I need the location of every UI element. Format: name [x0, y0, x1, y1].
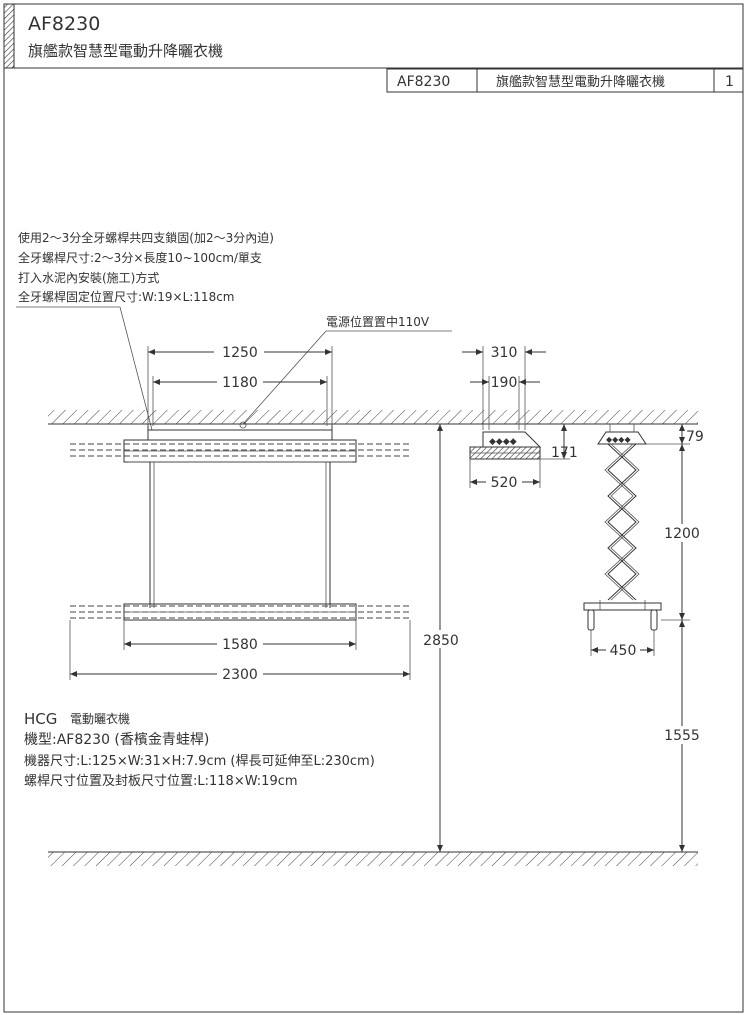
install-note: 全牙螺桿固定位置尺寸:W:19×L:118cm	[18, 289, 235, 304]
lift-motor-glyphs: ◆◆◆◆	[606, 435, 631, 444]
header-model: AF8230	[28, 13, 100, 35]
dim-lift-range: 1200	[664, 526, 700, 542]
install-notes: 使用2～3分全牙螺桿共四支鎖固(加2～3分內迫) 全牙螺桿尺寸:2～3分×長度1…	[16, 230, 274, 431]
title-block-model: AF8230	[397, 74, 450, 90]
title-block: AF8230 旗艦款智慧型電動升降曬衣機 1	[386, 68, 744, 93]
scissor-lift-view: ◆◆◆◆	[583, 424, 662, 631]
spec-brand: HCG	[24, 710, 57, 728]
header: AF8230 旗艦款智慧型電動升降曬衣機	[28, 13, 223, 60]
power-callout: 電源位置置中110V	[239, 314, 452, 429]
dim-floor-to-ceiling: 2850	[423, 633, 459, 649]
dim-overall-width: 1250	[222, 345, 258, 361]
dim-side-base: 520	[491, 475, 518, 491]
dim-side-inner: 190	[491, 375, 518, 391]
dim-floor-to-bar: 1555	[664, 728, 700, 744]
title-block-sheet-number: 1	[725, 74, 734, 90]
sheet-border	[3, 3, 744, 1013]
title-block-name: 旗艦款智慧型電動升降曬衣機	[496, 74, 665, 90]
hanging-bar	[583, 602, 662, 611]
spec-model-line: 機型:AF8230 (香檳金青蛙桿)	[24, 732, 209, 748]
dim-bar-width: 450	[610, 643, 637, 659]
side-dimensions: 310 190 520 171	[462, 345, 578, 491]
side-view: ◆◆◆◆	[469, 431, 542, 460]
dim-motor-height: 79	[686, 429, 704, 445]
front-view	[70, 424, 412, 621]
lift-dimensions: 79 1200 1555 450	[590, 424, 704, 852]
header-name: 旗艦款智慧型電動升降曬衣機	[28, 42, 223, 60]
install-note: 打入水泥內安裝(施工)方式	[18, 270, 159, 285]
motor-detail-glyphs: ◆◆◆◆	[489, 437, 517, 447]
motor-housing-front	[147, 429, 333, 441]
spec-size-line: 機器尺寸:L:125×W:31×H:7.9cm (桿長可延伸至L:230cm)	[24, 754, 375, 769]
upper-rack-bars	[70, 439, 412, 463]
dim-extended-width: 2300	[222, 667, 258, 683]
ceiling-hatch	[48, 410, 698, 424]
dim-side-top: 310	[491, 345, 518, 361]
spec-block: HCG 電動曬衣機 機型:AF8230 (香檳金青蛙桿) 機器尺寸:L:125×…	[24, 710, 375, 789]
install-note: 全牙螺桿尺寸:2～3分×長度10~100cm/單支	[18, 250, 262, 265]
power-label: 電源位置置中110V	[326, 314, 430, 329]
spec-product: 電動曬衣機	[70, 711, 130, 726]
floor-hatch	[48, 852, 698, 866]
dim-inner-width: 1180	[222, 375, 258, 391]
lower-rack-bars	[70, 603, 412, 621]
screw-leader-line	[16, 306, 153, 431]
front-dimensions: 1250 1180 1580 2300 2850	[69, 343, 464, 852]
dim-rack-width: 1580	[222, 637, 258, 653]
dim-side-height: 171	[551, 445, 578, 461]
install-note: 使用2～3分全牙螺桿共四支鎖固(加2～3分內迫)	[18, 230, 274, 245]
spec-screw-line: 螺桿尺寸位置及封板尺寸位置:L:118×W:19cm	[24, 774, 298, 789]
